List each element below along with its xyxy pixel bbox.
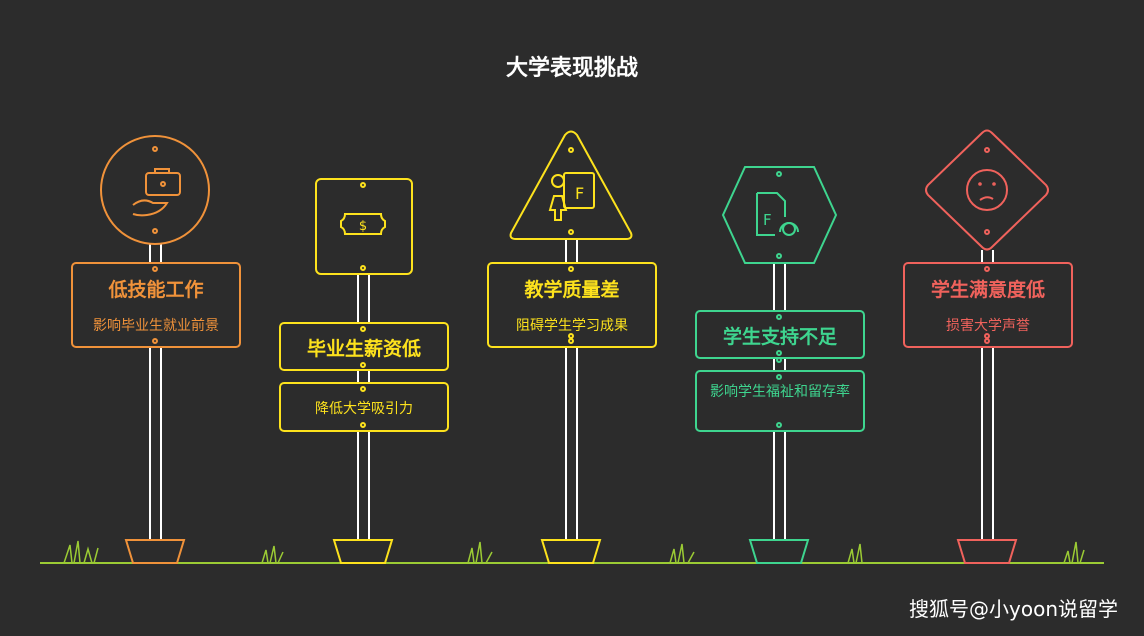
sign-4-subtext: 影响学生福祉和留存率 xyxy=(710,384,850,400)
sign-1-shapes xyxy=(71,135,241,348)
sign-3-subtext: 阻碍学生学习成果 xyxy=(516,318,628,334)
sign-3-shapes: F xyxy=(487,130,657,348)
sign-2-shapes: $ xyxy=(279,178,449,432)
sign-5-heading: 学生满意度低 xyxy=(930,279,1045,301)
sign-5-subtext: 损害大学声誉 xyxy=(946,318,1030,334)
hand-briefcase-icon xyxy=(132,168,181,217)
svg-text:F: F xyxy=(575,184,584,203)
svg-text:$: $ xyxy=(359,219,367,234)
base-3 xyxy=(540,539,602,564)
sign-1-subtext: 影响毕业生就业前景 xyxy=(93,318,219,334)
sign-2-heading: 毕业生薪资低 xyxy=(306,338,421,360)
sign-4-shapes: F xyxy=(695,166,865,432)
sad-face-icon xyxy=(966,169,1008,211)
base-2 xyxy=(332,539,394,564)
teacher-failing-grade-icon: F xyxy=(548,172,595,221)
base-4 xyxy=(748,539,810,564)
sign-2-subtext: 降低大学吸引力 xyxy=(315,401,413,417)
sign-5-shapes xyxy=(903,129,1073,348)
dollar-bill-icon: $ xyxy=(340,213,386,235)
document-support-headset-icon: F xyxy=(756,192,799,236)
watermark: 搜狐号@小yoon说留学 xyxy=(909,597,1118,621)
svg-text:F: F xyxy=(763,211,772,229)
base-5 xyxy=(956,539,1018,564)
sign-4-heading: 学生支持不足 xyxy=(722,326,837,348)
page-title: 大学表现挑战 xyxy=(505,56,638,81)
grass-icon xyxy=(63,540,1085,564)
sign-3-heading: 教学质量差 xyxy=(524,279,620,301)
base-1 xyxy=(124,539,186,564)
sign-1-heading: 低技能工作 xyxy=(108,279,204,301)
